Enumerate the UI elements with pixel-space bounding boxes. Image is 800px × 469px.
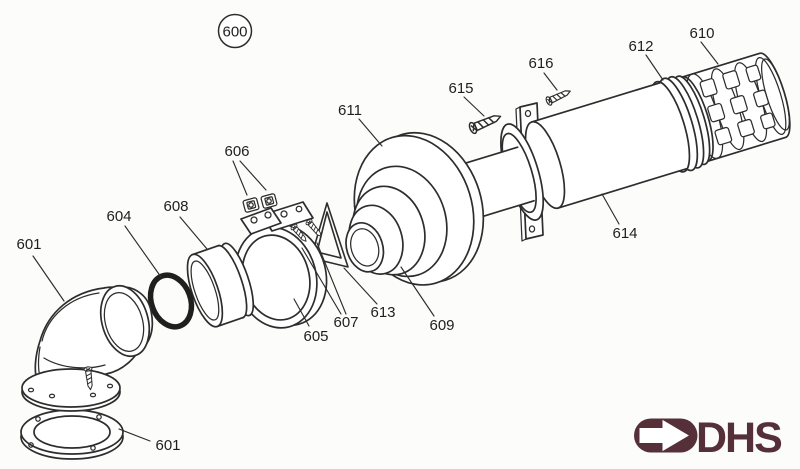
label-611: 611 xyxy=(338,102,362,119)
label-601-top: 601 xyxy=(16,236,41,253)
flue-adapter-cones xyxy=(345,165,448,278)
leader-613 xyxy=(343,267,378,305)
leader-611 xyxy=(358,118,383,147)
outer-duct xyxy=(524,81,688,210)
figure-number-badge: 600 xyxy=(217,13,253,49)
leader-612 xyxy=(645,54,664,81)
label-604: 604 xyxy=(106,208,131,225)
leader-lines xyxy=(32,41,719,442)
leader-607 xyxy=(301,242,347,315)
leader-601-bottom xyxy=(118,428,151,442)
pipe-sleeve xyxy=(186,242,255,328)
label-601-bottom: 601 xyxy=(155,437,180,454)
figure-number: 600 xyxy=(222,24,247,41)
logo-arrow-icon xyxy=(639,419,689,452)
logo-text: DHS xyxy=(696,414,781,462)
o-ring-seal xyxy=(147,272,195,330)
leader-614 xyxy=(601,193,620,225)
label-605: 605 xyxy=(303,328,328,345)
leader-601-top xyxy=(32,255,65,302)
leader-604 xyxy=(124,225,162,278)
label-606: 606 xyxy=(224,143,249,160)
part-labels: 601 601 604 608 606 605 607 613 609 611 … xyxy=(16,25,714,454)
label-616: 616 xyxy=(528,55,553,72)
clamp-bracket xyxy=(240,201,314,235)
label-609: 609 xyxy=(429,317,454,334)
trim-ring xyxy=(20,409,124,460)
label-607: 607 xyxy=(333,314,358,331)
label-614: 614 xyxy=(612,225,637,242)
label-612: 612 xyxy=(628,38,653,55)
label-608: 608 xyxy=(163,198,188,215)
duct-assembly xyxy=(453,52,791,221)
wall-flange xyxy=(345,131,485,286)
elbow-flange xyxy=(21,368,121,412)
dhs-logo: DHS xyxy=(634,414,783,462)
plug-screw-616 xyxy=(544,86,573,107)
long-screw-615 xyxy=(467,110,504,136)
label-615: 615 xyxy=(448,80,473,97)
label-610: 610 xyxy=(689,25,714,42)
speed-clips xyxy=(242,193,278,213)
leader-615 xyxy=(463,96,485,117)
leader-610 xyxy=(700,41,719,65)
leader-609 xyxy=(400,266,435,317)
elbow xyxy=(21,284,154,412)
leader-616 xyxy=(543,72,558,91)
leader-606 xyxy=(232,160,267,196)
leader-608 xyxy=(179,216,208,250)
label-613: 613 xyxy=(370,304,395,321)
leader-605 xyxy=(293,298,310,327)
